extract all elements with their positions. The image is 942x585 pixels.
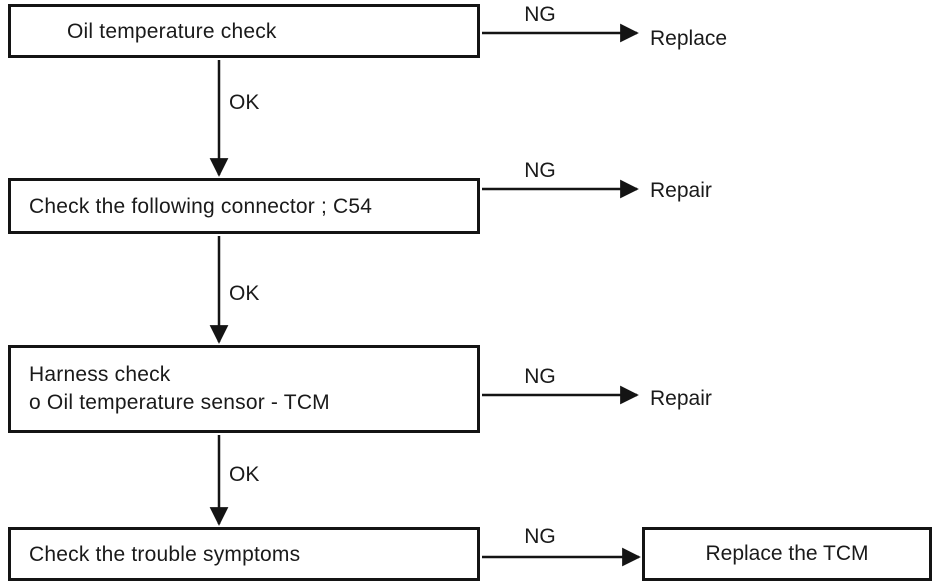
ng-result-repair-1: Repair [650,179,712,202]
ng-label-4: NG [524,525,556,548]
ok-label-1: OK [229,91,260,114]
ng-label-2: NG [524,159,556,182]
step-box-label: Oil temperature check [67,19,277,43]
ng-label-1: NG [524,3,556,26]
result-box-label: Replace the TCM [705,542,869,565]
step-box-oil-temperature-check: Oil temperature check [8,4,480,58]
ng-result-repair-2: Repair [650,387,712,410]
step-box-harness-check: Harness check o Oil temperature sensor -… [8,345,480,433]
step-box-trouble-symptoms: Check the trouble symptoms [8,527,480,581]
step-box-label: Check the following connector ; C54 [29,194,373,218]
ng-result-replace: Replace [650,27,728,50]
ng-label-3: NG [524,365,556,388]
step-box-connector-c54: Check the following connector ; C54 [8,178,480,234]
ok-label-3: OK [229,463,260,486]
result-box-replace-tcm: Replace the TCM [642,527,932,581]
step-box-label-line-1: Harness check [29,363,171,386]
step-box-label: Check the trouble symptoms [29,542,301,566]
step-box-label-line-2: o Oil temperature sensor - TCM [29,391,330,414]
ok-label-2: OK [229,282,260,305]
